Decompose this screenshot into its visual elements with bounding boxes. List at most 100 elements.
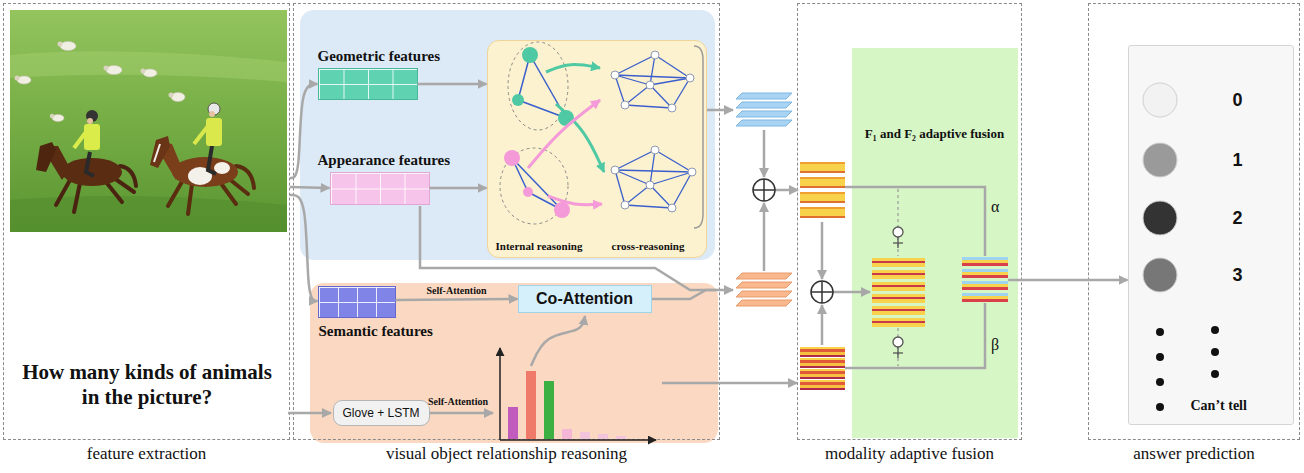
graph-edge — [512, 158, 562, 210]
horse-left — [114, 178, 134, 192]
feature-stripe — [800, 369, 845, 371]
feature-slab — [736, 93, 792, 99]
chart-axis — [500, 439, 656, 441]
feature-stripe — [800, 216, 845, 218]
graph-node — [668, 204, 676, 212]
photo — [106, 66, 122, 75]
chart-bar — [598, 434, 608, 439]
feature-stripe — [800, 179, 845, 186]
answer-dot — [1143, 258, 1177, 292]
feature-stripe — [872, 263, 925, 267]
answer-option: 1 — [1233, 150, 1243, 171]
feature-label: Semantic features — [319, 323, 433, 340]
feature-stripe — [800, 192, 845, 194]
answer-option: 3 — [1233, 265, 1243, 286]
feature-stripe — [800, 388, 845, 390]
reasoning-label: cross-reasoning — [612, 240, 685, 252]
feature-stripe — [872, 321, 925, 323]
answer-option: 0 — [1233, 90, 1243, 111]
graph-edge — [615, 150, 655, 170]
chart-bar — [544, 381, 554, 439]
ellipsis-dot — [1156, 378, 1164, 386]
question-text: How many kinds of animals in the picture… — [16, 360, 278, 410]
fused-stack — [872, 258, 925, 327]
feature-stripe — [800, 352, 845, 355]
feature-stripe — [962, 260, 1008, 263]
answer-option: Can’t tell — [1191, 398, 1247, 414]
graph-edge — [655, 55, 690, 78]
graph-node — [512, 94, 524, 106]
stage-panel: visual object relationship reasoningGeom… — [293, 3, 720, 440]
sum-symbol — [811, 281, 833, 303]
sum-symbol — [763, 179, 765, 201]
flow-arrow — [288, 412, 331, 415]
feature-stripe — [872, 318, 925, 321]
horse-right — [194, 126, 208, 144]
photo — [15, 42, 174, 119]
answer-symbols — [1143, 83, 1219, 411]
chart-bar — [508, 407, 518, 439]
gate-line — [897, 328, 898, 366]
stage-panel: answer prediction0123Can’t tell — [1088, 3, 1300, 440]
connector-arrow — [290, 84, 318, 178]
feature-stripe — [800, 209, 845, 216]
graph-node — [621, 201, 629, 209]
gate-line — [897, 189, 898, 256]
flow-arrow — [420, 206, 733, 290]
process-label: Glove + LSTM — [342, 406, 419, 420]
feature-stripe — [800, 186, 845, 188]
flow-arrow — [763, 130, 766, 177]
feature-stripe — [800, 355, 845, 357]
f2-stack — [800, 347, 845, 390]
graph-node — [611, 166, 619, 174]
graph-edge — [615, 55, 655, 75]
horse-left — [36, 110, 136, 212]
feature-stripe — [872, 261, 925, 263]
graph-node — [523, 187, 533, 197]
horse-left — [62, 158, 122, 186]
horse-left — [36, 142, 56, 172]
sum-symbol — [753, 179, 775, 201]
feature-stripe — [800, 371, 845, 374]
horse-left — [120, 166, 136, 186]
graph-edge — [650, 150, 655, 185]
horse-right — [172, 157, 238, 187]
graph-edge — [625, 185, 650, 205]
graph-edge — [625, 85, 650, 105]
weight-symbol: α — [991, 198, 999, 216]
process-label: Co-Attention — [536, 290, 633, 308]
graph-node — [611, 71, 619, 79]
feature-stripe — [800, 380, 845, 382]
photo — [10, 10, 287, 232]
feature-stripe — [872, 285, 925, 287]
ellipsis-dot — [1211, 348, 1219, 356]
connector-arrow — [290, 187, 330, 188]
photo — [141, 69, 146, 74]
horse-right — [208, 146, 216, 174]
process-box: Co-Attention — [518, 285, 652, 313]
connector-arrow — [290, 195, 318, 301]
feature-slab — [736, 300, 792, 306]
feature-stripe — [800, 358, 845, 360]
graph-edge — [650, 172, 692, 185]
visual-feature-stack — [736, 93, 792, 126]
chart-bar — [526, 371, 536, 439]
panel-caption: feature extraction — [4, 444, 289, 464]
photo — [169, 93, 174, 98]
answer-dot — [1143, 201, 1177, 235]
feature-slab — [736, 120, 792, 126]
horse-left — [84, 124, 100, 150]
reasoning-arrow — [548, 196, 602, 205]
edge-label: Self-Attention — [428, 396, 488, 407]
graph-edge — [625, 105, 672, 108]
feature-stripe — [872, 311, 925, 315]
sum-symbol — [821, 281, 823, 303]
feature-stripe — [800, 164, 845, 171]
photo — [104, 66, 109, 71]
illustration — [288, 42, 1219, 440]
feature-stripe — [962, 257, 1008, 260]
feature-slab — [736, 282, 792, 288]
feature-stripe — [800, 201, 845, 203]
graph-edge — [650, 85, 672, 108]
feature-label: Appearance features — [318, 152, 451, 169]
